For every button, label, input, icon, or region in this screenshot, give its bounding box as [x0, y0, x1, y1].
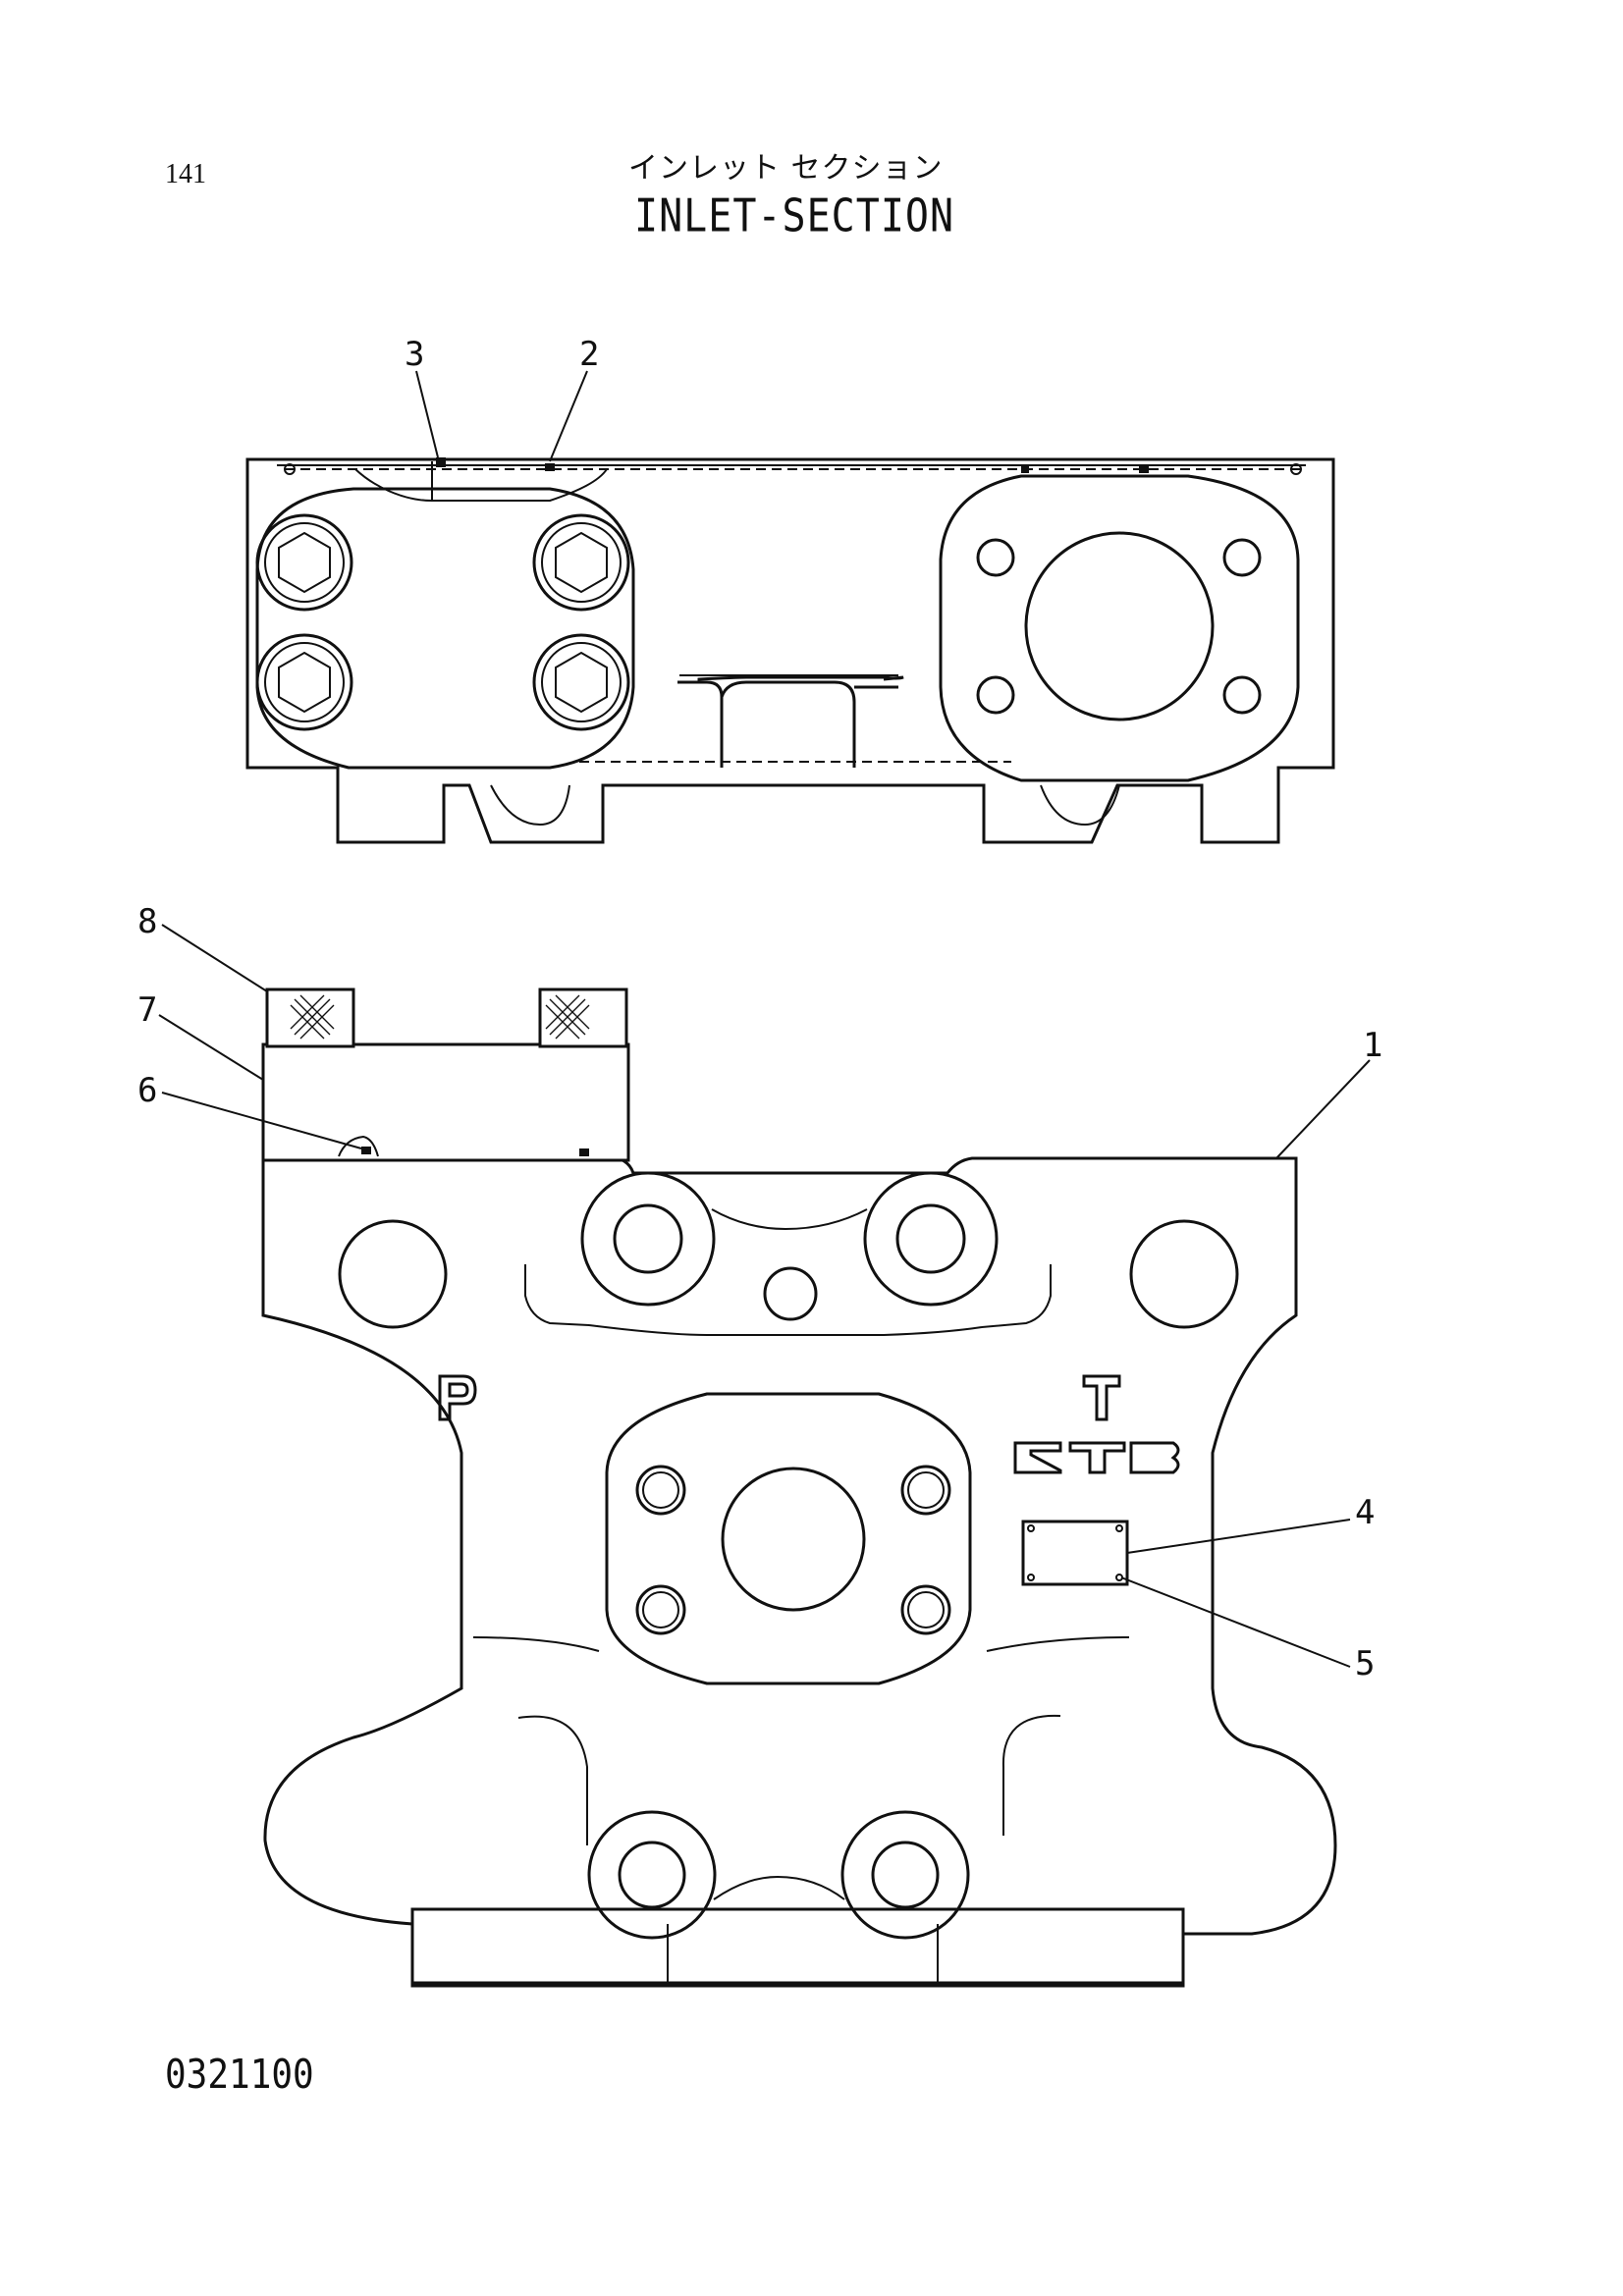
page-number: 141	[165, 159, 206, 189]
center-hole	[763, 1266, 818, 1321]
leader-5	[1120, 1576, 1351, 1668]
callout-label-5: 5	[1355, 1644, 1375, 1683]
leader-4	[1126, 1519, 1351, 1554]
title-english: INLET-SECTION	[634, 190, 955, 242]
center-boss	[677, 675, 904, 768]
plug-left	[265, 988, 355, 1048]
port-p-letter	[438, 1374, 477, 1421]
leader-2	[549, 370, 588, 462]
leader-6	[161, 1092, 362, 1149]
upper-boss-left	[580, 1171, 716, 1307]
callout-label-4: 4	[1355, 1493, 1375, 1532]
top-cap	[354, 468, 608, 502]
hex-bolt-bottom-right	[532, 633, 630, 731]
leader-8	[161, 924, 268, 992]
callout-label-2: 2	[579, 335, 599, 374]
center-port-bore	[721, 1467, 866, 1612]
callout-label-3: 3	[405, 335, 424, 374]
hex-bolt-top-left	[255, 513, 353, 612]
callout-label-8: 8	[137, 902, 157, 941]
lower-boss-right	[840, 1810, 970, 1940]
side-port-left	[338, 1219, 448, 1329]
lower-boss-left	[587, 1810, 717, 1940]
callouts: 3 2 8 7 6 1 4 5	[137, 335, 1382, 1683]
front-body-outline	[261, 1154, 1337, 1985]
top-view	[245, 457, 1335, 844]
top-view-outline	[245, 457, 1335, 844]
side-port-right	[1129, 1219, 1239, 1329]
kyb-logo	[1013, 1441, 1180, 1474]
base-plate	[410, 1907, 1185, 1988]
left-flange	[255, 487, 635, 770]
hex-bolt-bottom-left	[255, 633, 353, 731]
callout-label-7: 7	[137, 990, 157, 1030]
plug-hatching	[290, 994, 590, 1040]
drawing-number: 0321100	[165, 2052, 314, 2099]
oring-mark-3	[436, 457, 446, 467]
right-port-bore	[1024, 531, 1215, 721]
port-t-letter	[1082, 1374, 1121, 1421]
title-japanese: インレット セクション	[628, 151, 944, 186]
upper-boss-right	[863, 1171, 999, 1307]
callout-label-1: 1	[1363, 1026, 1382, 1065]
hex-bolt-top-right	[532, 513, 630, 612]
center-port-flange	[605, 1392, 972, 1685]
right-port-flange	[939, 474, 1300, 782]
callout-label-6: 6	[137, 1071, 157, 1110]
leader-1	[1275, 1059, 1371, 1159]
cover-block	[261, 1042, 630, 1162]
front-view	[261, 988, 1337, 1988]
leader-7	[158, 1014, 264, 1081]
plug-right	[538, 988, 628, 1048]
oring-mark-6	[361, 1147, 371, 1154]
leader-3	[415, 370, 439, 458]
oring-mark-2	[545, 463, 555, 471]
